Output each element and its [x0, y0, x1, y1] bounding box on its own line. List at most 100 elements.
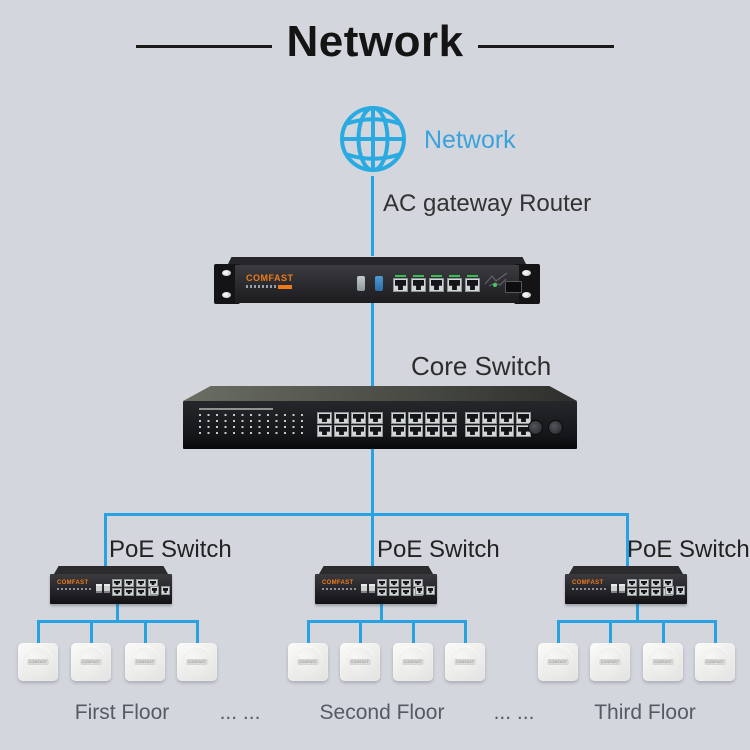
rj45-port [377, 579, 387, 587]
feed-ap-group-1 [116, 604, 119, 622]
router-faceplate: COMFAST [235, 265, 522, 303]
rj45-port [334, 425, 349, 437]
ap-brand-text: COMFAST [297, 659, 319, 665]
access-point: COMFAST [125, 643, 165, 681]
router-label: AC gateway Router [383, 190, 592, 217]
ap-drop [557, 620, 560, 646]
poe-switch-label-1: PoE Switch [109, 536, 232, 563]
rj45-port [351, 425, 366, 437]
rj45-port [408, 425, 423, 437]
rj45-port [651, 579, 661, 587]
rj45-port [639, 579, 649, 587]
access-point: COMFAST [643, 643, 683, 681]
core-switch-label: Core Switch [411, 351, 552, 381]
ap-drop [609, 620, 612, 646]
rj45-port [499, 425, 514, 437]
ap-brand-text: COMFAST [652, 659, 674, 665]
rj45-port [334, 412, 349, 424]
rj45-port [391, 412, 406, 424]
brand-tagline [246, 285, 292, 289]
led-row [199, 419, 303, 422]
ap-brand-text: COMFAST [454, 659, 476, 665]
access-point: COMFAST [590, 643, 630, 681]
usb-port [357, 276, 365, 291]
led-row [199, 431, 303, 434]
screw-icon [222, 292, 231, 298]
usb-port [375, 276, 383, 291]
poe-faceplate: COMFAST [565, 574, 687, 604]
title-rule-right [478, 45, 614, 48]
rj45-port [112, 579, 122, 587]
access-point: COMFAST [177, 643, 217, 681]
rj45-port [408, 412, 423, 424]
port-group [391, 412, 457, 437]
poe-chassis-top [54, 566, 168, 574]
access-point: COMFAST [445, 643, 485, 681]
rj45-port [391, 425, 406, 437]
uplink-ports [415, 586, 435, 595]
feed-ap-group-3 [636, 604, 639, 622]
ap-brand-text: COMFAST [186, 659, 208, 665]
ap-drop [412, 620, 415, 646]
rj45-port [516, 412, 531, 424]
rj45-port [429, 275, 444, 292]
brand-tagline [57, 588, 91, 590]
ap-brand-text: COMFAST [599, 659, 621, 665]
title-rule-left [136, 45, 272, 48]
access-point: COMFAST [340, 643, 380, 681]
poe-switch-device-2: COMFAST [315, 566, 437, 606]
router-chassis-top [227, 257, 527, 266]
rj45-port [389, 588, 399, 596]
globe-icon [340, 106, 406, 172]
ap-bus-3 [557, 620, 717, 623]
rj45-port [136, 588, 146, 596]
distribution-bus [104, 513, 629, 516]
ap-drop [90, 620, 93, 646]
led-row [199, 413, 303, 416]
router-logo-icon [484, 272, 508, 287]
access-point: COMFAST [538, 643, 578, 681]
led-labels [361, 584, 375, 593]
access-point: COMFAST [393, 643, 433, 681]
tagline-text [246, 285, 276, 288]
rj45-port [377, 588, 387, 596]
led-row [199, 425, 303, 428]
ap-drop [307, 620, 310, 646]
rj45-port [112, 588, 122, 596]
link-internet-router [371, 176, 374, 256]
uplink-ports [150, 586, 170, 595]
poe-port-group [377, 579, 423, 596]
rj45-port [426, 586, 435, 595]
drop-poe-1 [104, 513, 107, 569]
rj45-port [425, 412, 440, 424]
rj45-port [465, 275, 480, 292]
rj45-port [415, 586, 424, 595]
model-text [199, 408, 273, 410]
rj45-port [401, 579, 411, 587]
core-faceplate [183, 401, 577, 449]
screw-icon [522, 292, 531, 298]
rj45-port [639, 588, 649, 596]
rj45-port [651, 588, 661, 596]
link-core-bus [371, 446, 374, 516]
ap-drop [196, 620, 199, 646]
rj45-port [425, 425, 440, 437]
rj45-port [447, 275, 462, 292]
floor-label-2: Second Floor [319, 701, 445, 724]
link-router-core [371, 300, 374, 388]
rj45-port [499, 412, 514, 424]
rj45-port [317, 425, 332, 437]
rj45-port [442, 425, 457, 437]
brand-logo: COMFAST [57, 580, 89, 586]
rj45-port [124, 588, 134, 596]
sfp-port [505, 281, 522, 293]
access-point: COMFAST [288, 643, 328, 681]
rj45-port [368, 425, 383, 437]
led-labels [96, 584, 110, 593]
page-title: Network [286, 17, 464, 66]
core-switch-device [183, 386, 577, 449]
brand-logo: COMFAST [322, 580, 354, 586]
poe-faceplate: COMFAST [315, 574, 437, 604]
poe-switch-device-1: COMFAST [50, 566, 172, 606]
led-labels [611, 584, 625, 593]
